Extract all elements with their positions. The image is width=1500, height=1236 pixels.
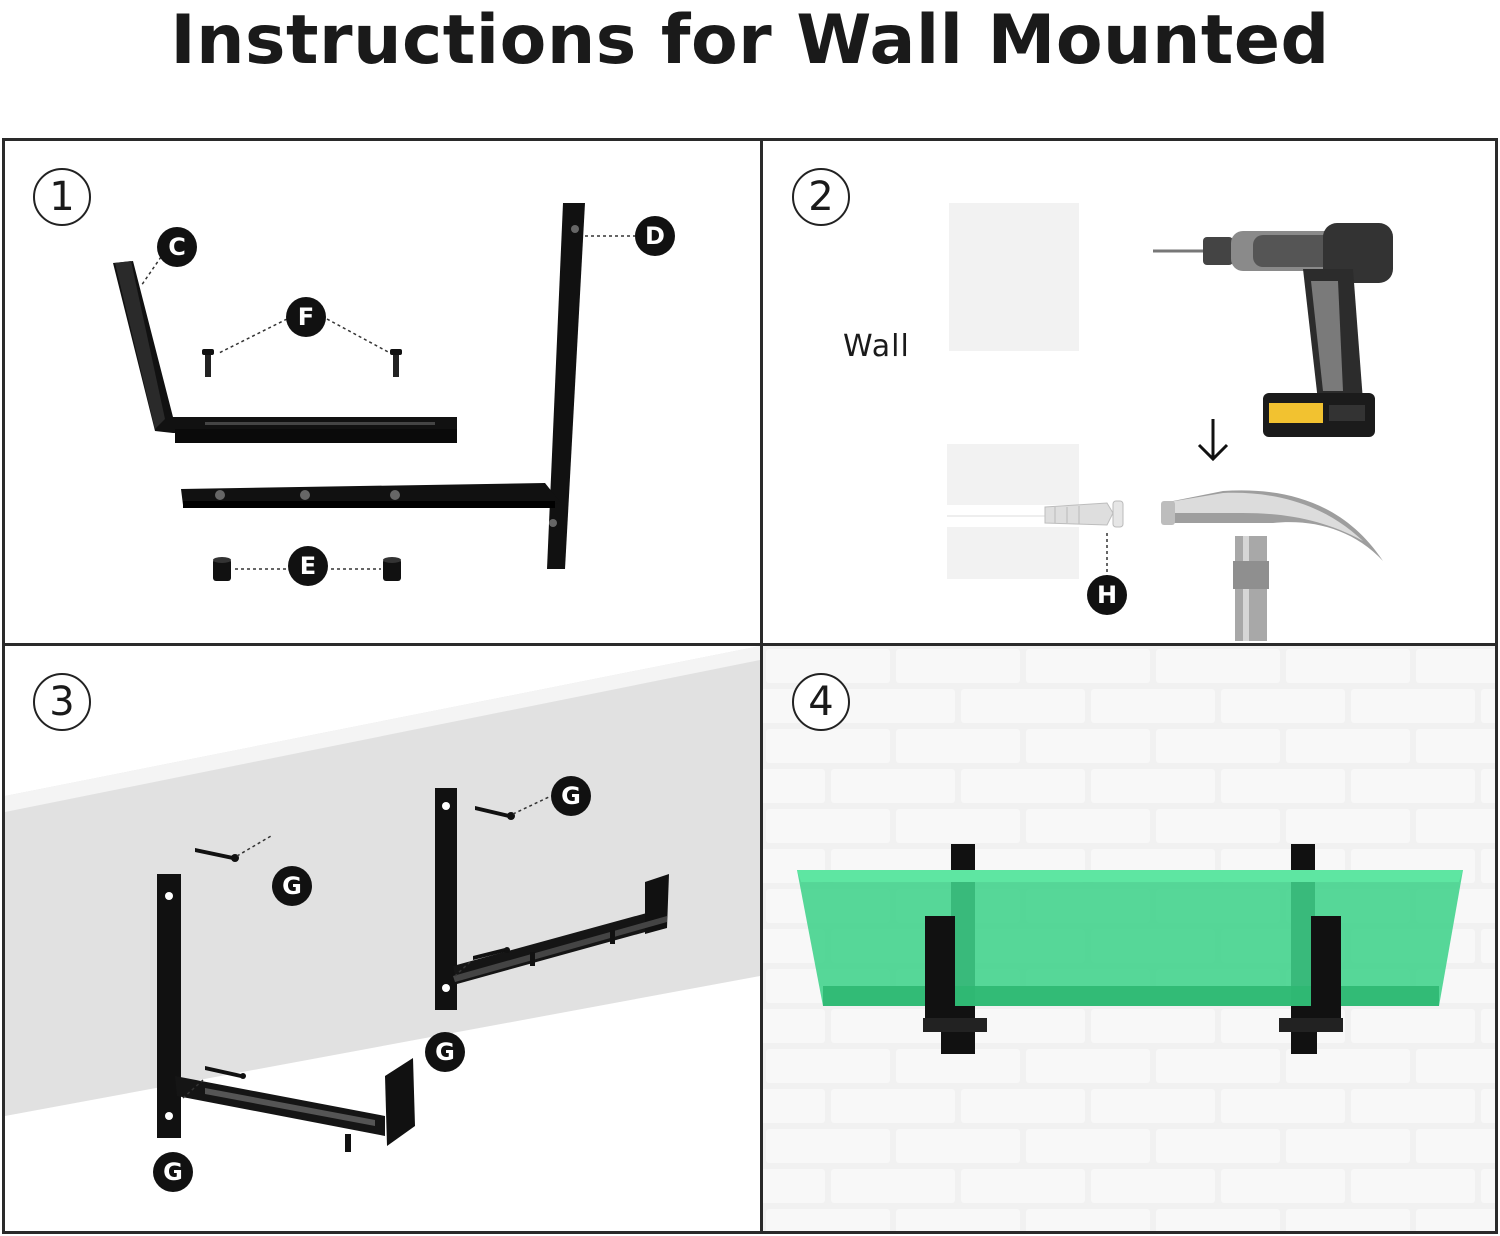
drill-and-anchor-diagram [947,203,1393,641]
part-label-h: H [1087,575,1127,615]
drill-illustration [1153,223,1393,437]
part-label-c: C [157,227,197,267]
part-label-f: F [286,297,326,337]
parts-diagram [113,203,635,581]
part-label-g: G [551,776,591,816]
instruction-grid: 1 C D F E [2,138,1498,1234]
part-label-e: E [288,546,328,586]
screws-g [195,806,515,1079]
step-number: 3 [33,673,91,731]
step-number: 4 [792,673,850,731]
grid-divider-horizontal [5,643,1495,646]
step-number: 2 [792,168,850,226]
part-label-g: G [272,866,312,906]
spacer-e-right [383,557,401,581]
bracket-mounting-diagram [5,646,760,1231]
step-3-panel: 3 G G G G [5,646,760,1231]
bracket-d [547,203,585,569]
arrow-down-icon [1197,419,1229,462]
step-4-panel: 4 [763,646,1495,1231]
installed-planter-diagram [763,646,1495,1231]
wall-block-top [949,203,1079,351]
planter-box [797,870,1463,1006]
step-2-panel: 2 Wall H [763,141,1495,643]
front-arm-left [923,916,987,1054]
wall-anchor [1044,500,1124,528]
screw-f-left [202,349,214,377]
part-label-g: G [425,1032,465,1072]
screw-f-right [390,349,402,377]
front-arm-right [1279,916,1343,1054]
part-label-d: D [635,216,675,256]
page-title: Instructions for Wall Mounted [170,0,1330,80]
part-label-g: G [153,1152,193,1192]
mounting-bracket-front [157,874,415,1152]
hammer-illustration [1161,490,1383,641]
grid-divider-vertical [760,141,763,1231]
bracket-c [113,261,457,433]
mounting-bracket-back [435,788,669,1010]
spacer-e-left [213,557,231,581]
step-number: 1 [33,168,91,226]
step-1-panel: 1 C D F E [5,141,760,643]
wall-label: Wall [843,329,910,364]
